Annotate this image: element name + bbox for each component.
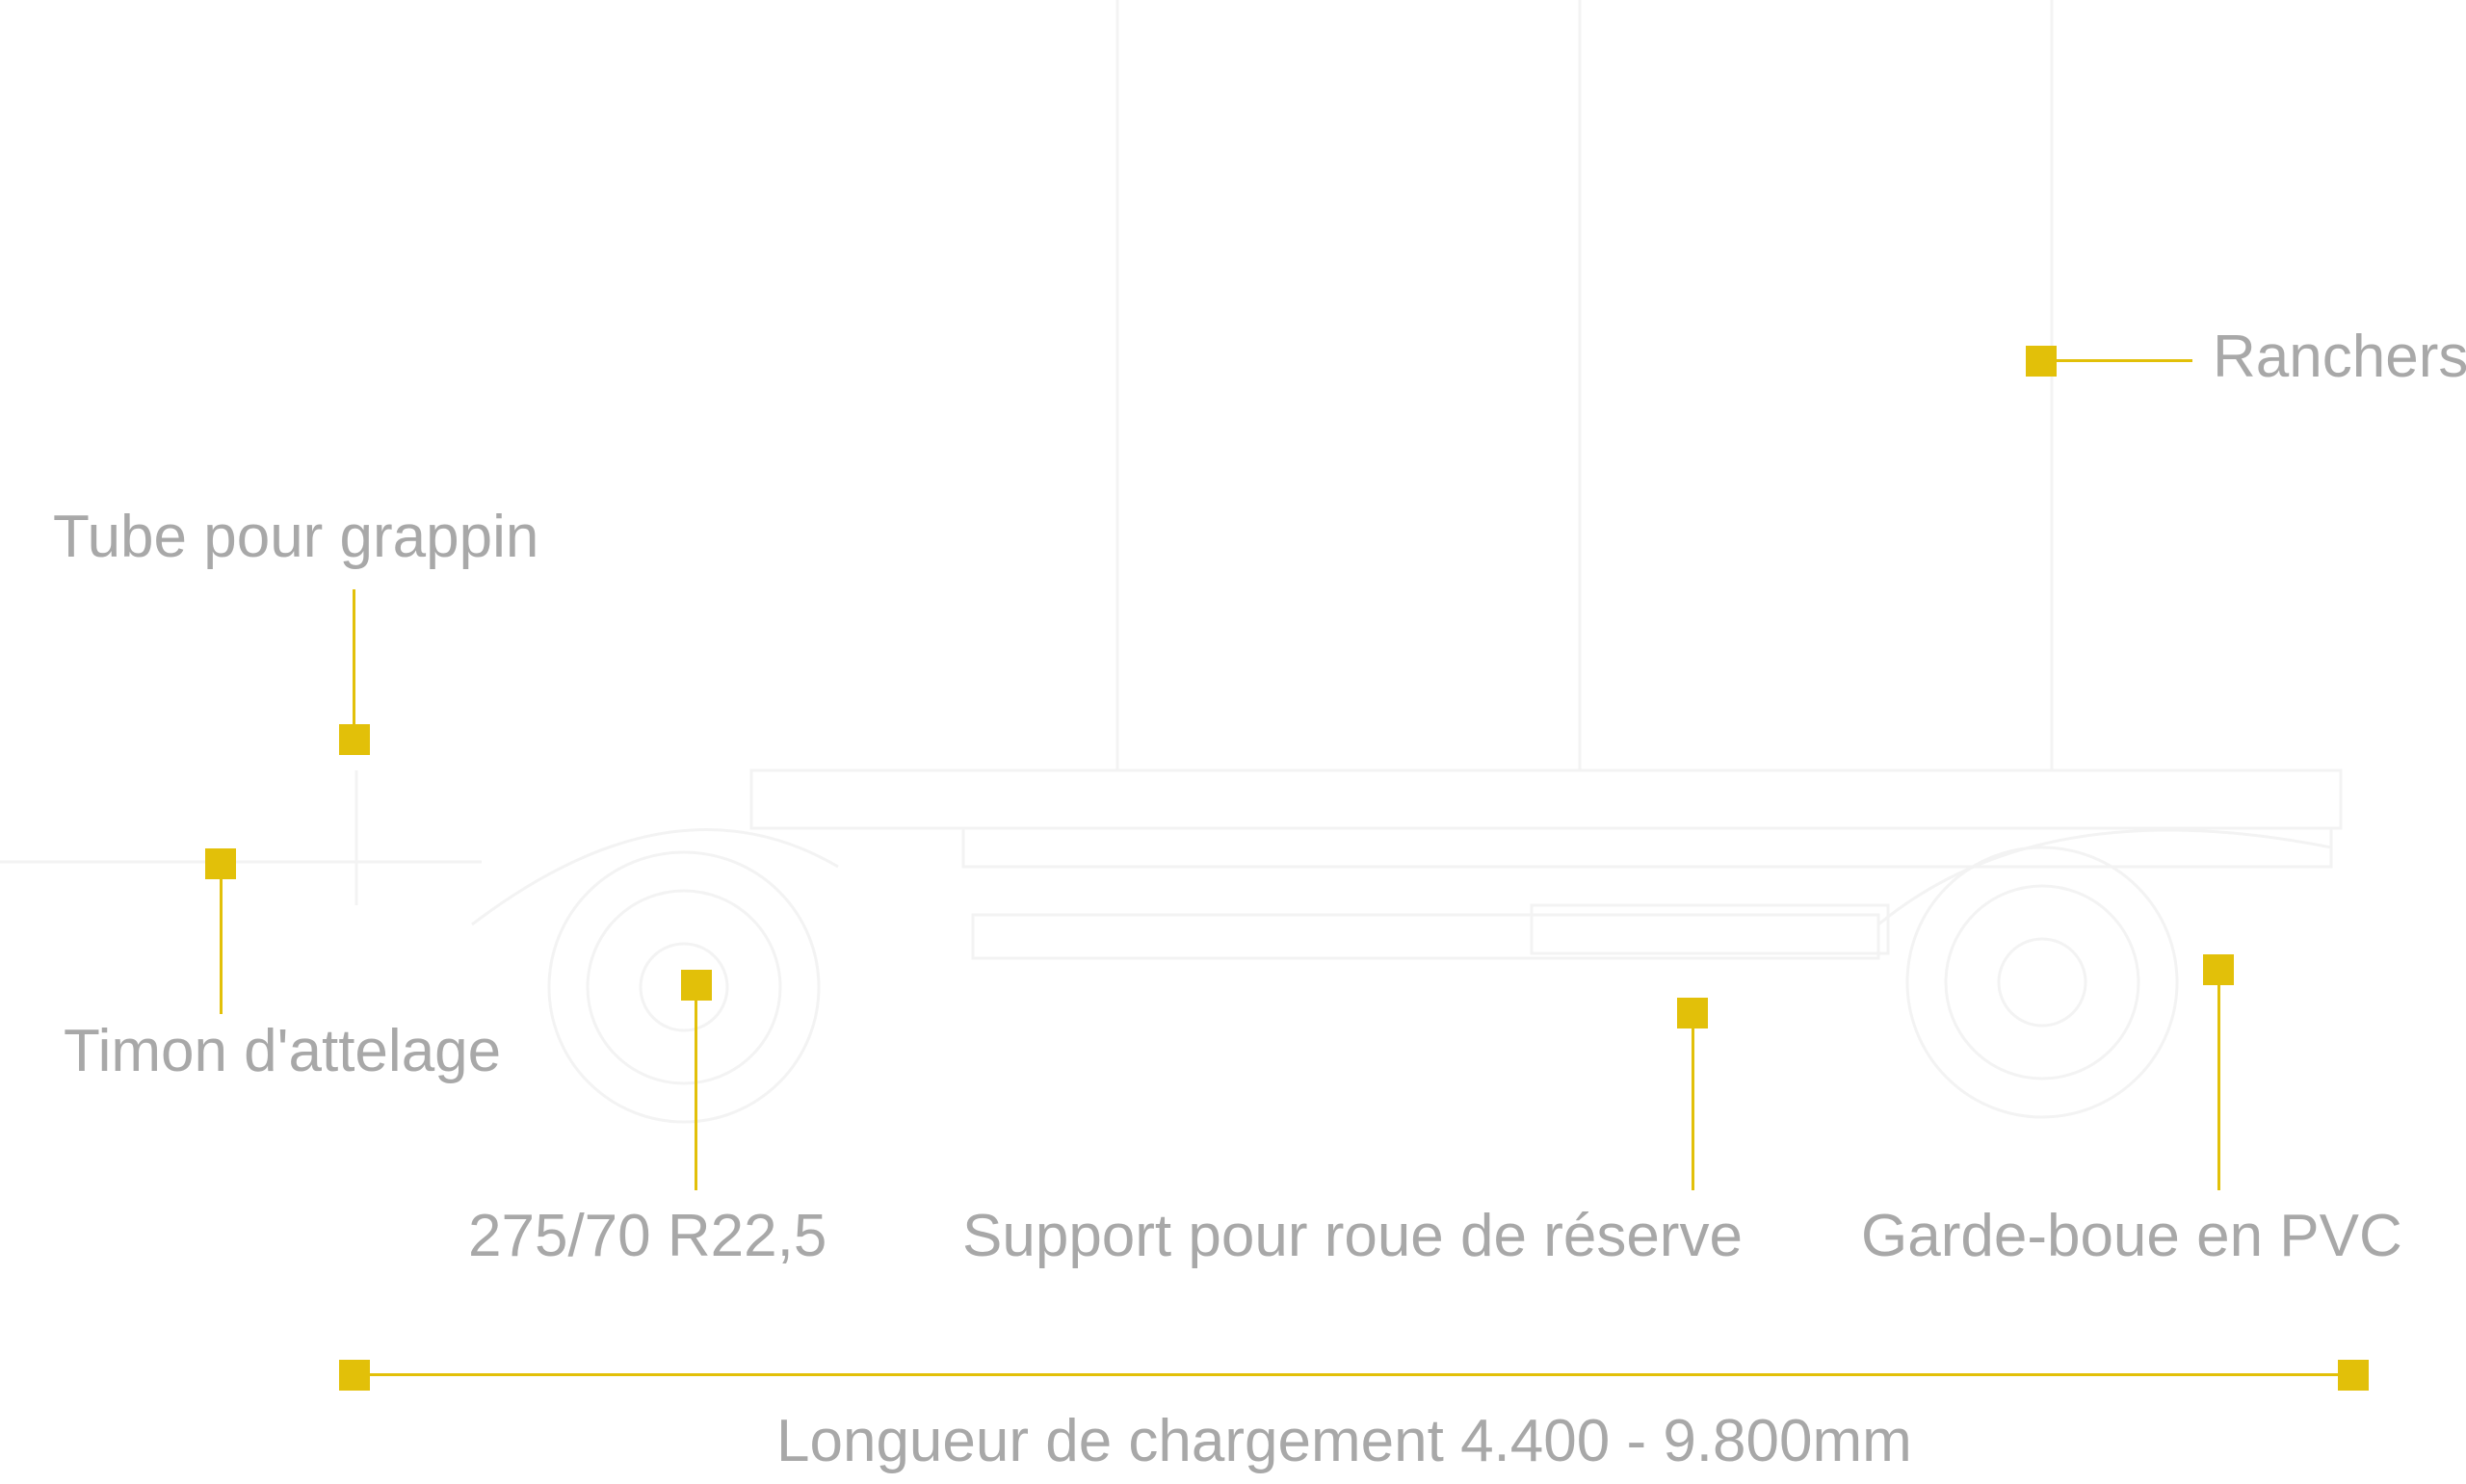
timon-marker: [205, 848, 236, 879]
tire-label: 275/70 R22,5: [468, 1203, 827, 1269]
spare-wheel-support-label: Support pour roue de réserve: [962, 1203, 1743, 1269]
ranchers-leader-line: [2052, 359, 2192, 362]
mudguard-marker: [2203, 954, 2234, 985]
ranchers-marker: [2026, 346, 2057, 377]
ranchers-label: Ranchers: [2213, 324, 2466, 390]
load-length-end-marker: [2338, 1360, 2369, 1391]
load-length-dimension-line: [370, 1373, 2353, 1376]
tire-marker: [681, 970, 712, 1001]
load-length-start-marker: [339, 1360, 370, 1391]
tire-leader-line: [695, 1001, 697, 1190]
spare-wheel-support-leader-line: [1692, 1028, 1694, 1190]
spare-wheel-support-marker: [1677, 998, 1708, 1028]
timon-leader-line: [220, 879, 223, 1014]
tube-grappin-label: Tube pour grappin: [53, 504, 539, 570]
tube-grappin-marker: [339, 724, 370, 755]
tube-grappin-leader-line: [353, 589, 355, 724]
timon-label: Timon d'attelage: [64, 1018, 502, 1084]
load-length-label: Longueur de chargement 4.400 - 9.800mm: [776, 1408, 1912, 1474]
mudguard-label: Garde-boue en PVC: [1861, 1203, 2402, 1269]
mudguard-leader-line: [2217, 985, 2220, 1190]
